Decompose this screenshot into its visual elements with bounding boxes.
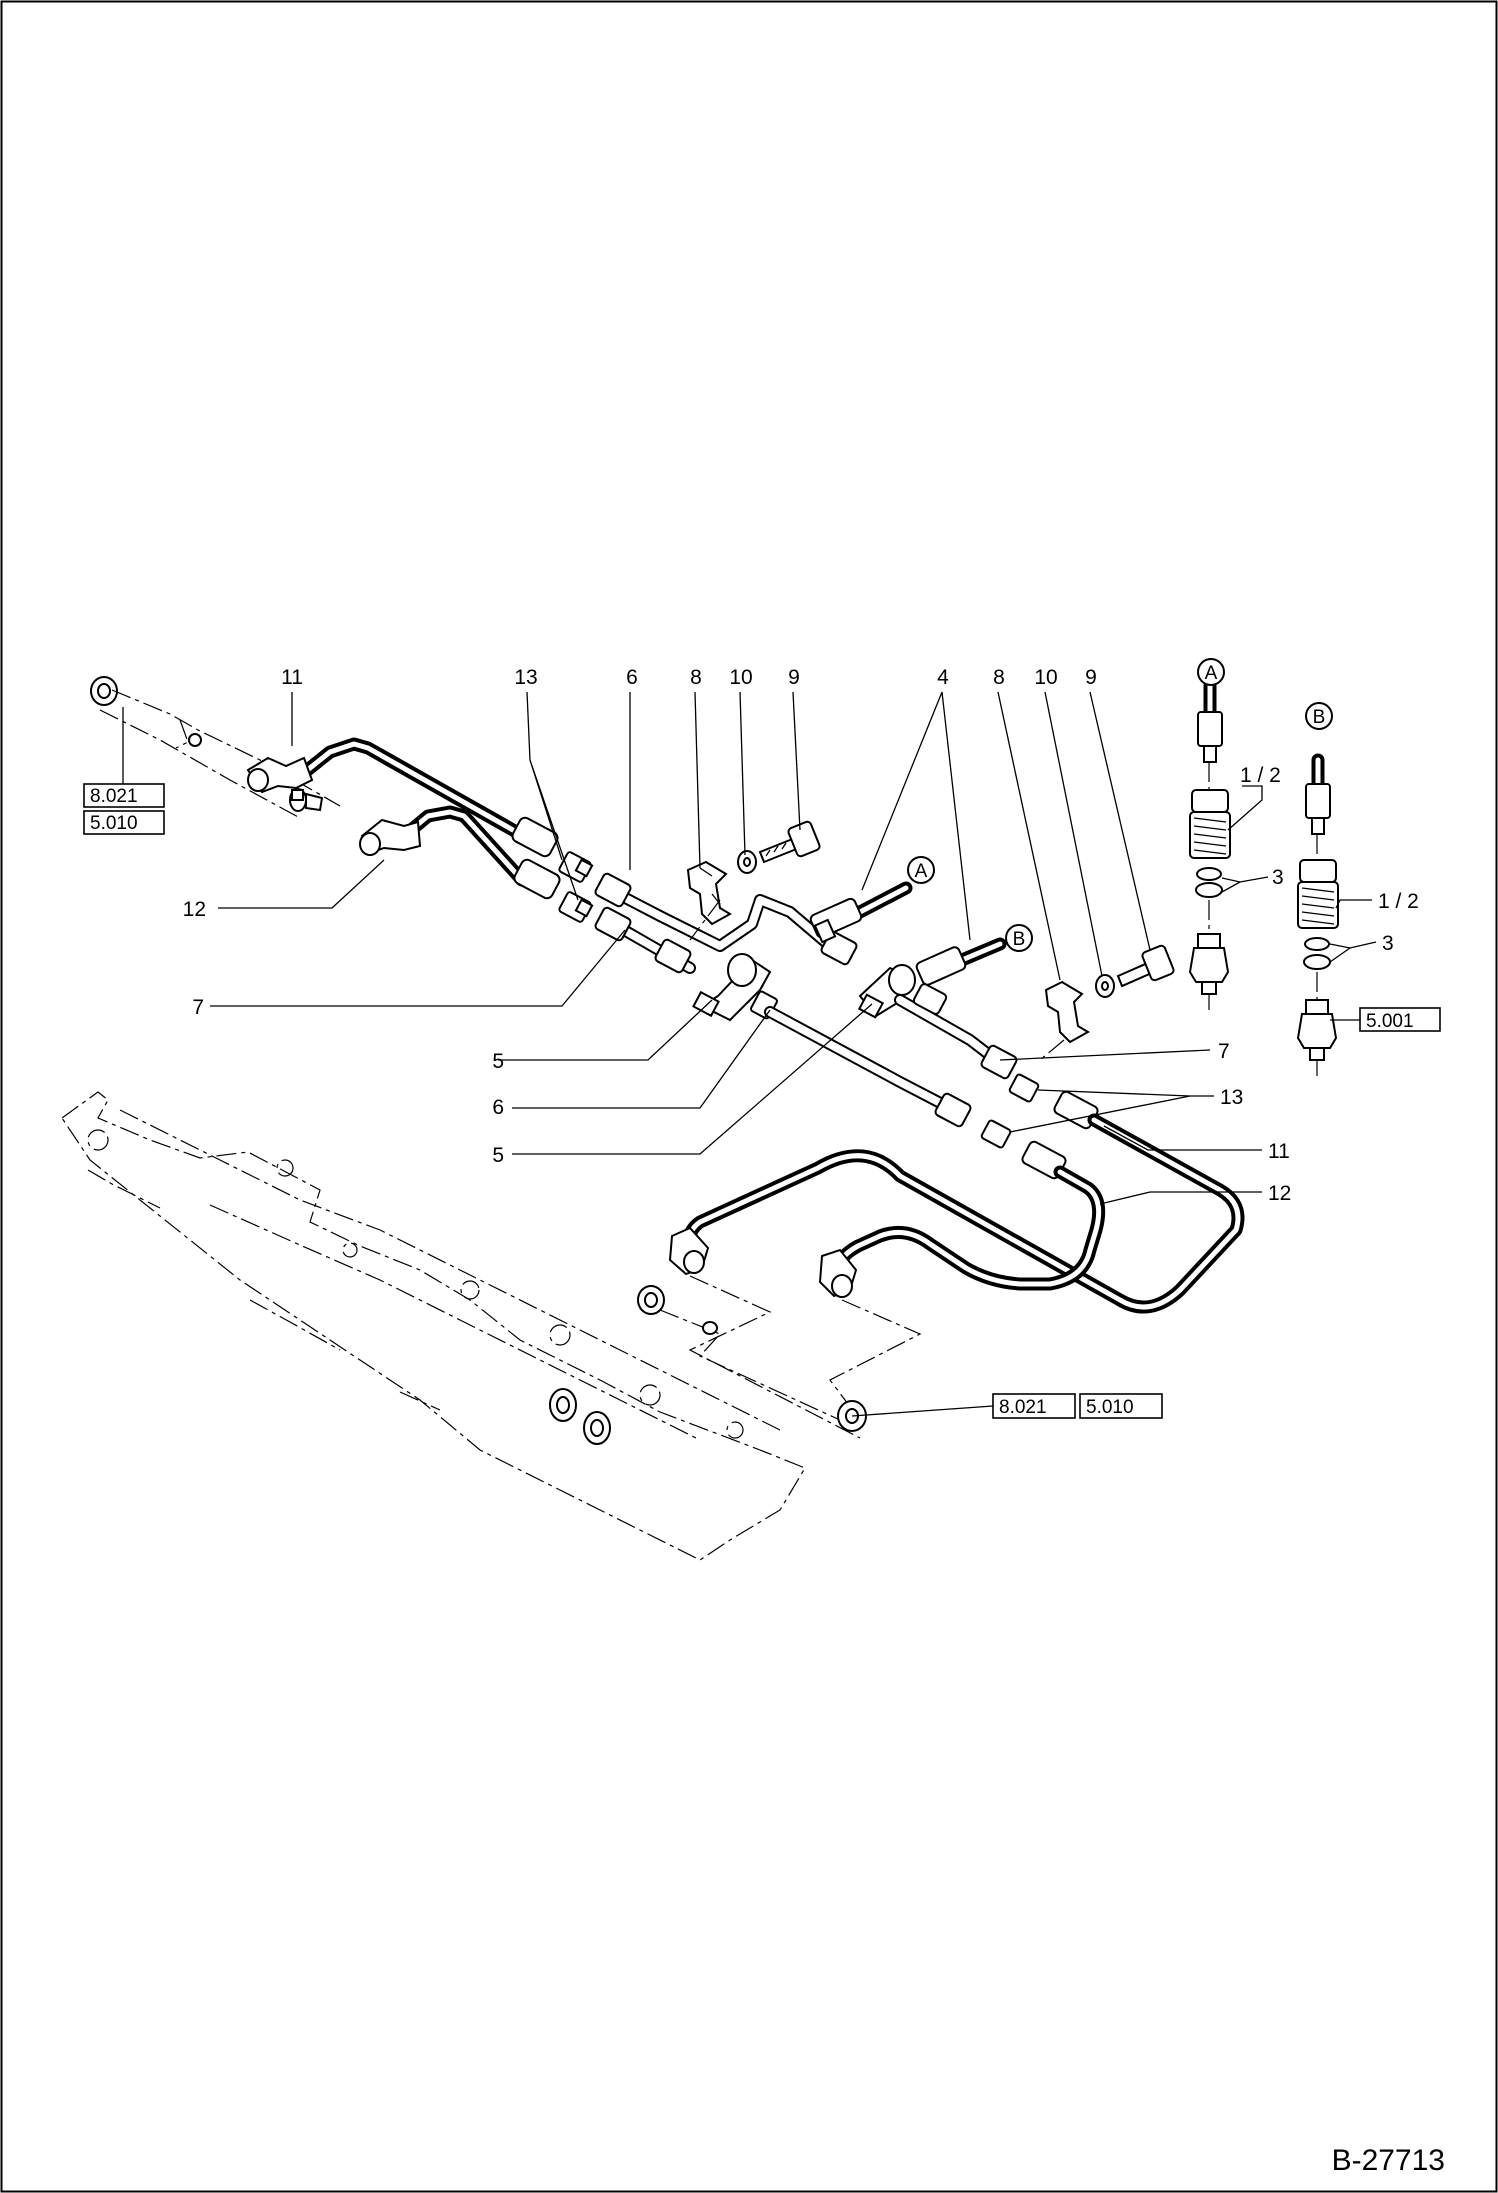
washer-bolt-left	[737, 820, 821, 874]
leader-lines	[122, 691, 1377, 1417]
hose-11-upper	[246, 737, 559, 858]
callout-12-left: 12	[183, 898, 206, 921]
callout-13-right: 13	[1220, 1086, 1243, 1109]
lower-mount	[637, 1275, 922, 1439]
phantom-frame	[61, 1091, 806, 1561]
svg-text:5.010: 5.010	[1086, 1397, 1134, 1418]
clamp-8-left	[686, 860, 732, 941]
ref-5001: 5.001	[1359, 1007, 1441, 1032]
callout-11-top: 11	[281, 666, 303, 689]
callout-1-2-a: 1 / 2	[1240, 764, 1281, 787]
frame-bushings	[549, 1388, 611, 1445]
svg-text:8.021: 8.021	[90, 786, 138, 807]
callout-3-a: 3	[1272, 866, 1284, 889]
callout-1-2-b: 1 / 2	[1378, 890, 1419, 913]
callout-3-b: 3	[1382, 932, 1394, 955]
callout-5-a: 5	[492, 1050, 504, 1073]
callout-9-left: 9	[788, 666, 800, 689]
callout-5-b: 5	[492, 1144, 504, 1167]
fittings-13-upper	[558, 851, 594, 923]
hose-11-lower	[668, 1113, 1245, 1314]
callout-9-right: 9	[1085, 666, 1097, 689]
upper-left-mount	[90, 676, 341, 819]
pipes-upper	[594, 872, 858, 974]
washer-bolt-right	[1095, 944, 1175, 998]
ref-5010-left: 5.010	[83, 810, 165, 835]
hose-b-mid	[915, 937, 1007, 986]
svg-text:5.010: 5.010	[90, 813, 138, 834]
hose-12-lower	[818, 1165, 1106, 1298]
callout-13-top: 13	[514, 666, 537, 689]
svg-text:B: B	[1013, 929, 1026, 950]
svg-text:B: B	[1313, 707, 1326, 728]
svg-text:A: A	[915, 861, 928, 882]
callout-labels: 11 13 6 8 10 9 4 8 10 9 12 7 5 6 5 7 13 …	[183, 666, 1419, 1205]
callout-6-mid: 6	[492, 1096, 504, 1119]
ref-8021-left: 8.021	[83, 783, 165, 808]
coupler-a	[1188, 679, 1231, 1010]
document-number: B-27713	[1332, 2144, 1445, 2177]
callout-7-left: 7	[192, 996, 204, 1019]
callout-12-right: 12	[1268, 1182, 1291, 1205]
clamp-8-right	[1039, 980, 1090, 1061]
marker-a-top: A	[1197, 658, 1225, 686]
hose-a-mid	[809, 881, 913, 944]
marker-b-mid: B	[1005, 924, 1033, 952]
callout-11-right: 11	[1268, 1140, 1290, 1163]
ref-5010-bottom: 5.010	[1079, 1393, 1163, 1419]
coupler-b	[1296, 753, 1339, 1076]
callout-8-right: 8	[993, 666, 1005, 689]
callout-4-top: 4	[937, 666, 949, 689]
svg-text:8.021: 8.021	[999, 1397, 1047, 1418]
callout-10-left: 10	[729, 666, 752, 689]
hose-12-upper	[359, 805, 561, 900]
callout-8-left: 8	[690, 666, 702, 689]
callout-7-right: 7	[1218, 1040, 1230, 1063]
marker-b-top: B	[1305, 702, 1333, 730]
callout-10-right: 10	[1034, 666, 1057, 689]
svg-text:5.001: 5.001	[1366, 1011, 1414, 1032]
callout-6-top: 6	[626, 666, 638, 689]
pipes-lower	[764, 983, 1018, 1128]
adapters-mid	[692, 953, 916, 1022]
svg-text:A: A	[1205, 663, 1218, 684]
marker-a-mid: A	[907, 856, 935, 884]
ref-8021-bottom: 8.021	[992, 1393, 1076, 1419]
